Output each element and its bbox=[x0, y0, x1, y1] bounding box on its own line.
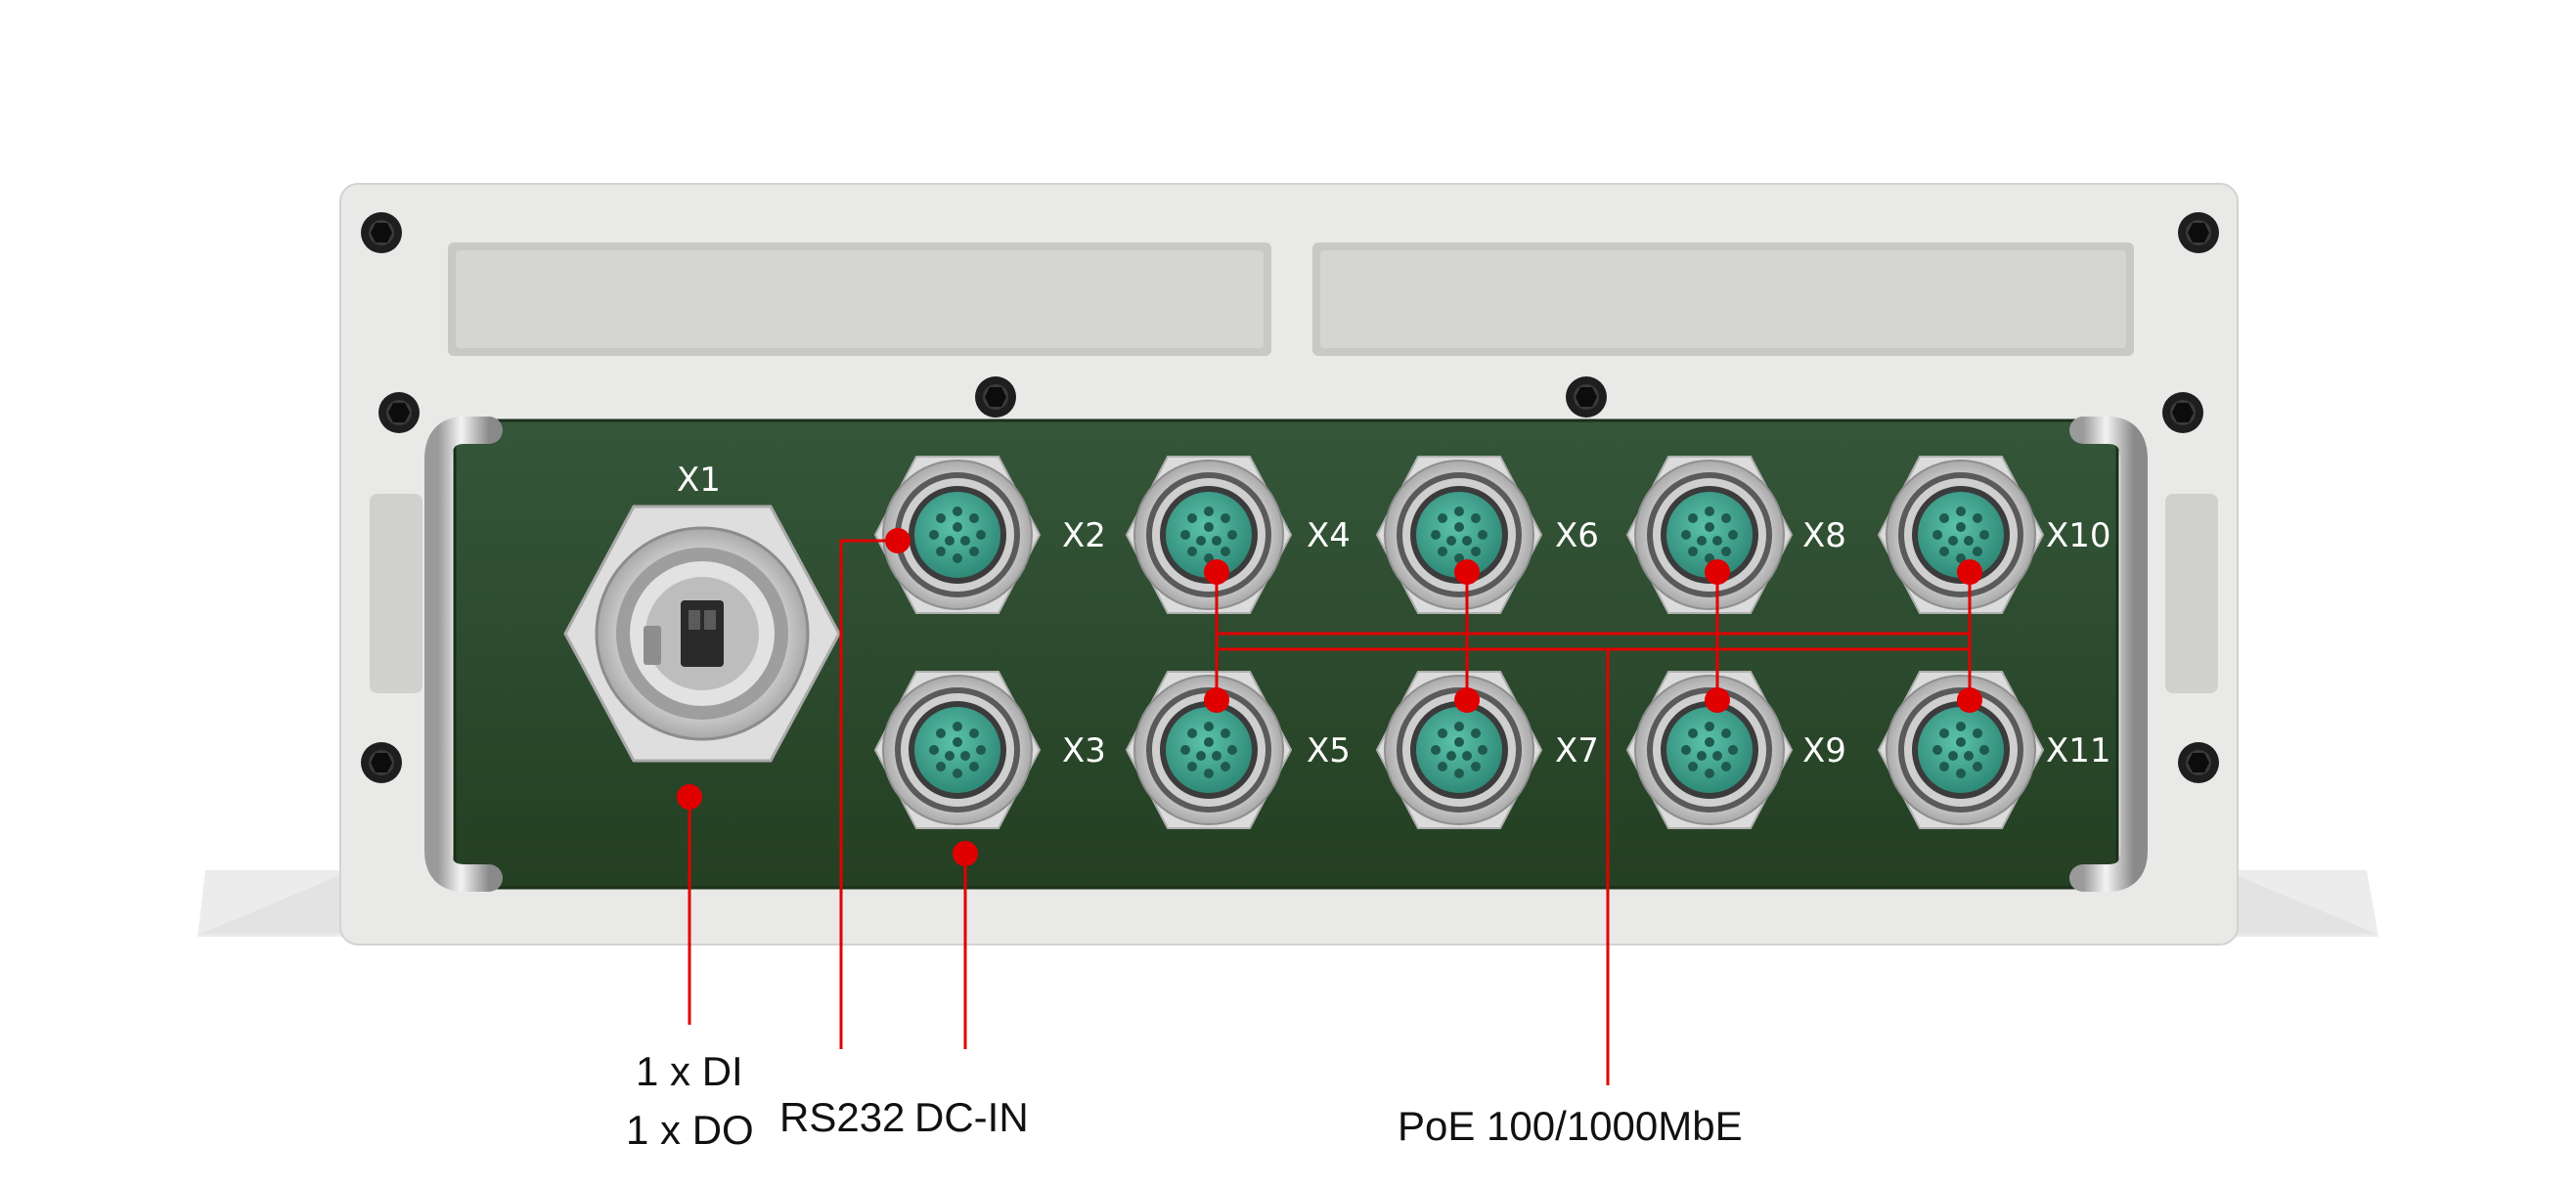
port-label-x4: X4 bbox=[1307, 516, 1351, 555]
screw-icon bbox=[2178, 212, 2219, 253]
screw-icon bbox=[975, 376, 1016, 418]
leader-dot-x7 bbox=[1454, 687, 1480, 713]
port-label-x8: X8 bbox=[1802, 516, 1846, 555]
port-label-x9: X9 bbox=[1802, 731, 1846, 770]
port-label-x5: X5 bbox=[1307, 731, 1351, 770]
screw-icon bbox=[2178, 742, 2219, 783]
x1-connector bbox=[563, 505, 841, 763]
leader-dot-x2 bbox=[885, 528, 910, 553]
leader-poe bbox=[1215, 572, 1972, 1085]
leader-dot-x9 bbox=[1705, 687, 1730, 713]
leader-dot-x3 bbox=[953, 841, 978, 866]
callout-poe: PoE 100/1000MbE bbox=[1398, 1103, 1743, 1149]
side-recess-right bbox=[2165, 494, 2218, 693]
port-label-x2: X2 bbox=[1062, 516, 1106, 555]
leader-dot-x5 bbox=[1204, 687, 1229, 713]
callout-di: 1 x DI bbox=[636, 1048, 743, 1094]
screw-icon bbox=[361, 742, 402, 783]
port-label-x11: X11 bbox=[2046, 731, 2111, 770]
port-label-x10: X10 bbox=[2046, 516, 2111, 555]
callout-do: 1 x DO bbox=[626, 1107, 754, 1153]
port-label-x3: X3 bbox=[1062, 731, 1106, 770]
leader-rs232 bbox=[839, 539, 898, 1049]
leader-dot-x6 bbox=[1454, 559, 1480, 585]
flange-right-wing bbox=[2224, 870, 2376, 934]
callout-rs232: RS232 bbox=[779, 1094, 905, 1140]
screw-icon bbox=[2162, 392, 2203, 433]
leader-dot-x8 bbox=[1705, 559, 1730, 585]
port-label-x1: X1 bbox=[677, 461, 721, 500]
leader-dot-x11 bbox=[1957, 687, 1982, 713]
screw-icon bbox=[1566, 376, 1607, 418]
leader-dot-x1 bbox=[677, 784, 702, 810]
handle-left bbox=[424, 417, 503, 892]
leader-dot-x10 bbox=[1957, 559, 1982, 585]
handle-right bbox=[2069, 417, 2148, 892]
callout-dc-in: DC-IN bbox=[914, 1094, 1029, 1140]
leader-dot-x4 bbox=[1204, 559, 1229, 585]
screw-icon bbox=[361, 212, 402, 253]
port-label-x7: X7 bbox=[1555, 731, 1599, 770]
side-recess-left bbox=[370, 494, 422, 693]
port-label-x6: X6 bbox=[1555, 516, 1599, 555]
screw-icon bbox=[378, 392, 420, 433]
flange-left-wing bbox=[200, 870, 352, 934]
